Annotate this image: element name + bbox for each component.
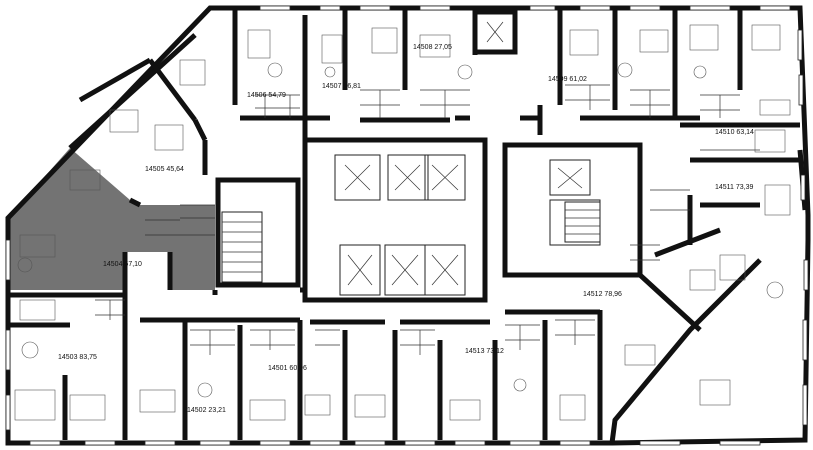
unit-label-14510: 14510 63,14 bbox=[715, 129, 754, 136]
unit-labels: 14506 54,79 14507 36,81 14508 27,05 1450… bbox=[58, 44, 754, 414]
elevator-shafts bbox=[334, 9, 601, 296]
unit-label-14505: 14505 45,64 bbox=[145, 166, 184, 173]
windows bbox=[5, 5, 809, 446]
unit-label-14508: 14508 27,05 bbox=[413, 44, 452, 51]
unit-label-14511: 14511 73,39 bbox=[715, 184, 754, 191]
stairs bbox=[221, 201, 601, 283]
furniture bbox=[14, 24, 791, 421]
unit-label-14502: 14502 23,21 bbox=[187, 407, 226, 414]
unit-label-14512: 14512 78,96 bbox=[583, 291, 622, 298]
core bbox=[302, 137, 488, 303]
unit-label-14507: 14507 36,81 bbox=[322, 83, 361, 90]
unit-label-14509: 14509 61,02 bbox=[548, 76, 587, 83]
unit-label-14506: 14506 54,79 bbox=[247, 92, 286, 99]
unit-label-14504: 14504 67,10 bbox=[103, 261, 142, 268]
unit-label-14513: 14513 73,12 bbox=[465, 348, 504, 355]
partition-walls bbox=[10, 8, 800, 440]
unit-label-14503: 14503 83,75 bbox=[58, 354, 97, 361]
interior-partitions bbox=[95, 84, 760, 355]
unit-label-14501: 14501 60,96 bbox=[268, 365, 307, 372]
apartment-14504-highlight[interactable] bbox=[8, 148, 215, 290]
